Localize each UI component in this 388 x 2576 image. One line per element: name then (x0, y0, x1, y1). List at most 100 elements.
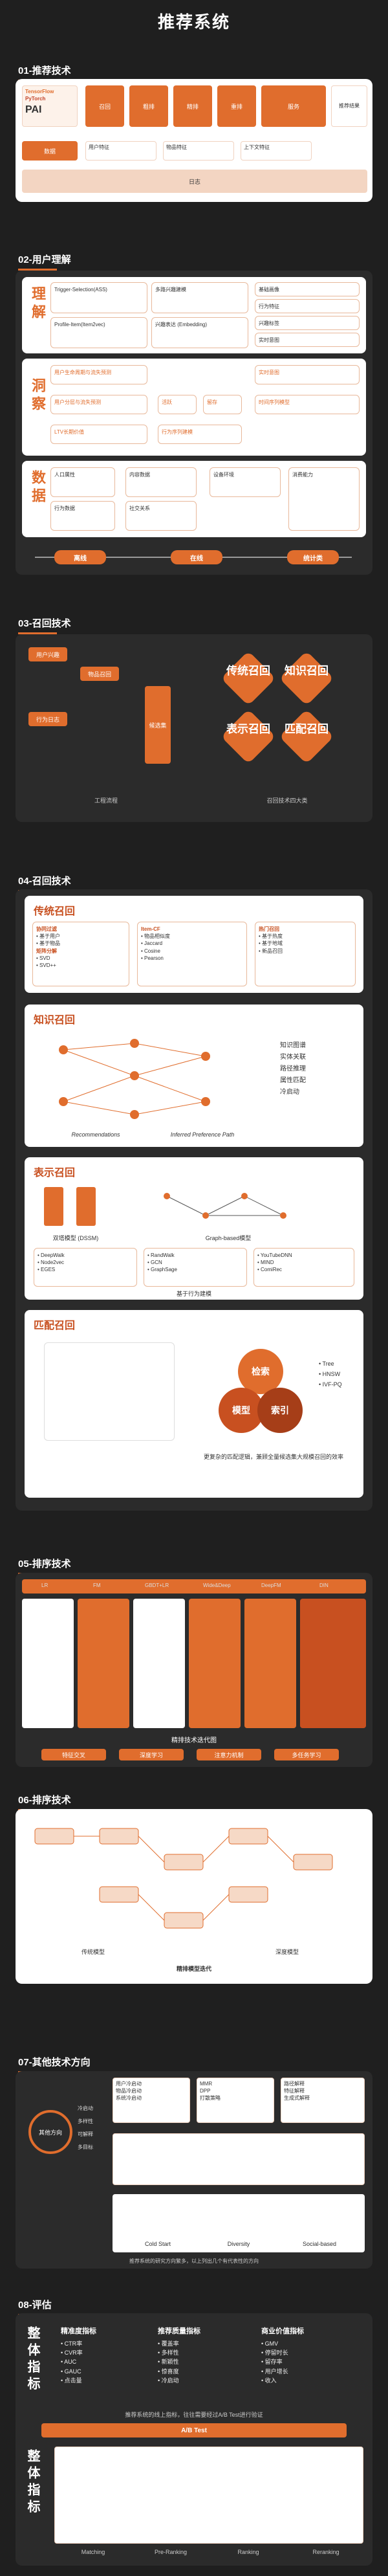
trad-c1-0: 协同过滤 (36, 926, 57, 932)
rep-col-2: Graph-based模型 (205, 1235, 252, 1241)
tower-left (44, 1187, 63, 1226)
stage-recall: 召回 (85, 85, 124, 127)
recall-detail-panel: 传统召回 协同过滤 • 基于用户 • 基于物品 矩阵分解 • SVD • SVD… (16, 889, 372, 1511)
section-heading-2: 02-用户理解 (18, 252, 71, 271)
understand-item-4: 兴趣表达 (Embedding) (151, 317, 248, 348)
section-heading-8: 08-评估 (18, 2298, 57, 2316)
trad-c2-4: • Pearson (141, 955, 164, 961)
trad-c2-0: Item-CF (141, 926, 160, 932)
logs-bar: 日志 (22, 170, 367, 193)
rank-bottom-2: 深度学习 (119, 1749, 184, 1760)
recall-match: 匹配召回 (285, 723, 329, 735)
flow-candidate: 候选集 (145, 686, 171, 764)
m3-4: • 收入 (261, 2377, 277, 2384)
insight-3: 活跃 (158, 395, 197, 414)
data-item-5: 设备环境 (210, 467, 281, 497)
flow-user: 用户兴趣 (28, 647, 67, 661)
data-box: 数据 (22, 141, 78, 161)
rep-l1-2: • EGES (38, 1267, 56, 1273)
rep-l1-0: • DeepWalk (38, 1252, 65, 1258)
pill-online: 在线 (171, 550, 222, 564)
pill-offline: 离线 (54, 550, 106, 564)
diamond-1 (221, 650, 276, 706)
rep-col-1: 双塔模型 (DSSM) (52, 1235, 99, 1241)
traditional-title: 传统召回 (34, 906, 76, 917)
understand-item-3: Profile-Item(Item2vec) (50, 317, 147, 348)
evaluation-panel: 整体指标 精准度指标 • CTR率 • CVR率 • AUC • GAUC • … (16, 2313, 372, 2566)
stage-ranking: Ranking (237, 2549, 259, 2555)
stage-rerank: 重排 (217, 85, 256, 127)
metric-col-2: 推荐质量指标 • 覆盖率 • 多样性 • 新颖性 • 惊喜度 • 冷启动 (158, 2326, 200, 2386)
rep-l3-0: • YouTubeDNN (257, 1252, 292, 1258)
other-footer: 推荐系统的研究方向繁多，以上列出几个有代表性的方向 (129, 2258, 259, 2264)
metric-col-1: 精准度指标 • CTR率 • CVR率 • AUC • GAUC • 点击量 (61, 2326, 96, 2386)
m1-1: • CVR率 (61, 2349, 83, 2356)
section-heading-4: 04-召回技术 (18, 874, 71, 892)
m1-2: • AUC (61, 2359, 77, 2366)
kg-caption-a: Recommendations (71, 1131, 120, 1138)
trad-c2-2: • Jaccard (141, 940, 163, 947)
traditional-col-2: Item-CF • 物品相似度 • Jaccard • Cosine • Pea… (137, 922, 247, 986)
match-circle-2: 模型 (219, 1388, 264, 1433)
data-item-2: 行为数据 (50, 501, 115, 531)
r3-2: 生成式解释 (284, 2094, 310, 2101)
data-item-6: 消费能力 (288, 467, 360, 531)
kg-item-4: 冷启动 (280, 1089, 299, 1096)
feature-item: 物品特征 (163, 141, 234, 161)
user-understanding-panel: 理解 Trigger-Selection(ASS) 多路兴趣建模 Profile… (16, 271, 372, 575)
label-data: 数据 (30, 470, 46, 506)
architecture-panel: TensorFlow PyTorch PAI 召回 粗排 精排 重排 服务 推荐… (16, 79, 372, 202)
trad-c1-4: • SVD (36, 955, 50, 961)
row1-box: 用户冷启动 物品冷启动 系统冷启动 (113, 2078, 190, 2123)
data-item-1: 人口属性 (50, 467, 115, 497)
understand-card: 理解 Trigger-Selection(ASS) 多路兴趣建模 Profile… (22, 277, 366, 353)
rank-col-1 (22, 1599, 74, 1728)
stage-2: FM (93, 1582, 101, 1588)
knowledge-title: 知识召回 (34, 1015, 76, 1026)
eval-label-top: 整体指标 (25, 2326, 39, 2393)
label-insight: 洞察 (30, 378, 46, 414)
kg-caption-b: Inferred Preference Path (170, 1131, 235, 1138)
branch-3: 可解释 (78, 2131, 93, 2137)
insight-card: 洞察 用户生命周期与流失预测 用户分层与流失预测 LTV长期价值 活跃 留存 行… (22, 359, 366, 456)
m3-3: • 用户增长 (261, 2368, 288, 2375)
page-title: 推荐系统 (157, 12, 230, 32)
match-card: 匹配召回 检索 模型 索引 • Tree • HNSW • IVF-PQ 更复杂… (25, 1310, 363, 1498)
service-box: 服务 (261, 85, 326, 127)
rep-graph (164, 1193, 286, 1219)
knowledge-card: 知识召回 知识图谱 实体关联 路径推理 属性匹配 冷启动 Recommendat… (25, 1005, 363, 1147)
rep-list-3: • YouTubeDNN • MIND • ComiRec (253, 1248, 354, 1287)
framework-2: PyTorch (25, 95, 46, 102)
rep-l2-2: • GraphSage (147, 1267, 177, 1273)
trad-c2-3: • Cosine (141, 948, 160, 954)
rank-bottom-1: 特征交叉 (41, 1749, 106, 1760)
right-item-1: 基础画像 (255, 282, 360, 296)
rep-l2-0: • RandWalk (147, 1252, 175, 1258)
right-item-2: 行为特征 (255, 299, 360, 313)
ranking-left-caption: 传统模型 (81, 1949, 105, 1955)
rep-l3-1: • MIND (257, 1260, 274, 1266)
section-heading-3: 03-召回技术 (18, 616, 71, 634)
ab-bar: A/B Test (41, 2423, 347, 2437)
match-r-2: • IVF-PQ (319, 1381, 342, 1388)
trad-c1-2: • 基于物品 (36, 940, 61, 947)
stage-3: GBDT+LR (145, 1582, 169, 1588)
rep-list-1: • DeepWalk • Node2vec • EGES (34, 1248, 137, 1287)
other-center: 其他方向 (28, 2110, 72, 2154)
traditional-col-3: 热门召回 • 基于热度 • 基于地域 • 新品召回 (255, 922, 356, 986)
match-r-1: • HNSW (319, 1371, 341, 1378)
match-diagram (44, 1342, 175, 1441)
ranking-right-caption: 深度模型 (275, 1949, 299, 1955)
diamond-2 (279, 650, 334, 706)
rep-l2-1: • GCN (147, 1260, 162, 1266)
label-understand: 理解 (30, 286, 46, 322)
m2-0: • 覆盖率 (158, 2340, 179, 2347)
flow-item: 物品召回 (80, 667, 119, 681)
trad-c1-3: 矩阵分解 (36, 948, 57, 954)
methods-box (113, 2133, 365, 2185)
rep-list-2: • RandWalk • GCN • GraphSage (144, 1248, 247, 1287)
rep-l3-2: • ComiRec (257, 1267, 282, 1273)
right-item-3: 兴趣标签 (255, 316, 360, 330)
flow-log: 行为日志 (28, 712, 67, 726)
data-item-4: 社交关系 (125, 501, 197, 531)
